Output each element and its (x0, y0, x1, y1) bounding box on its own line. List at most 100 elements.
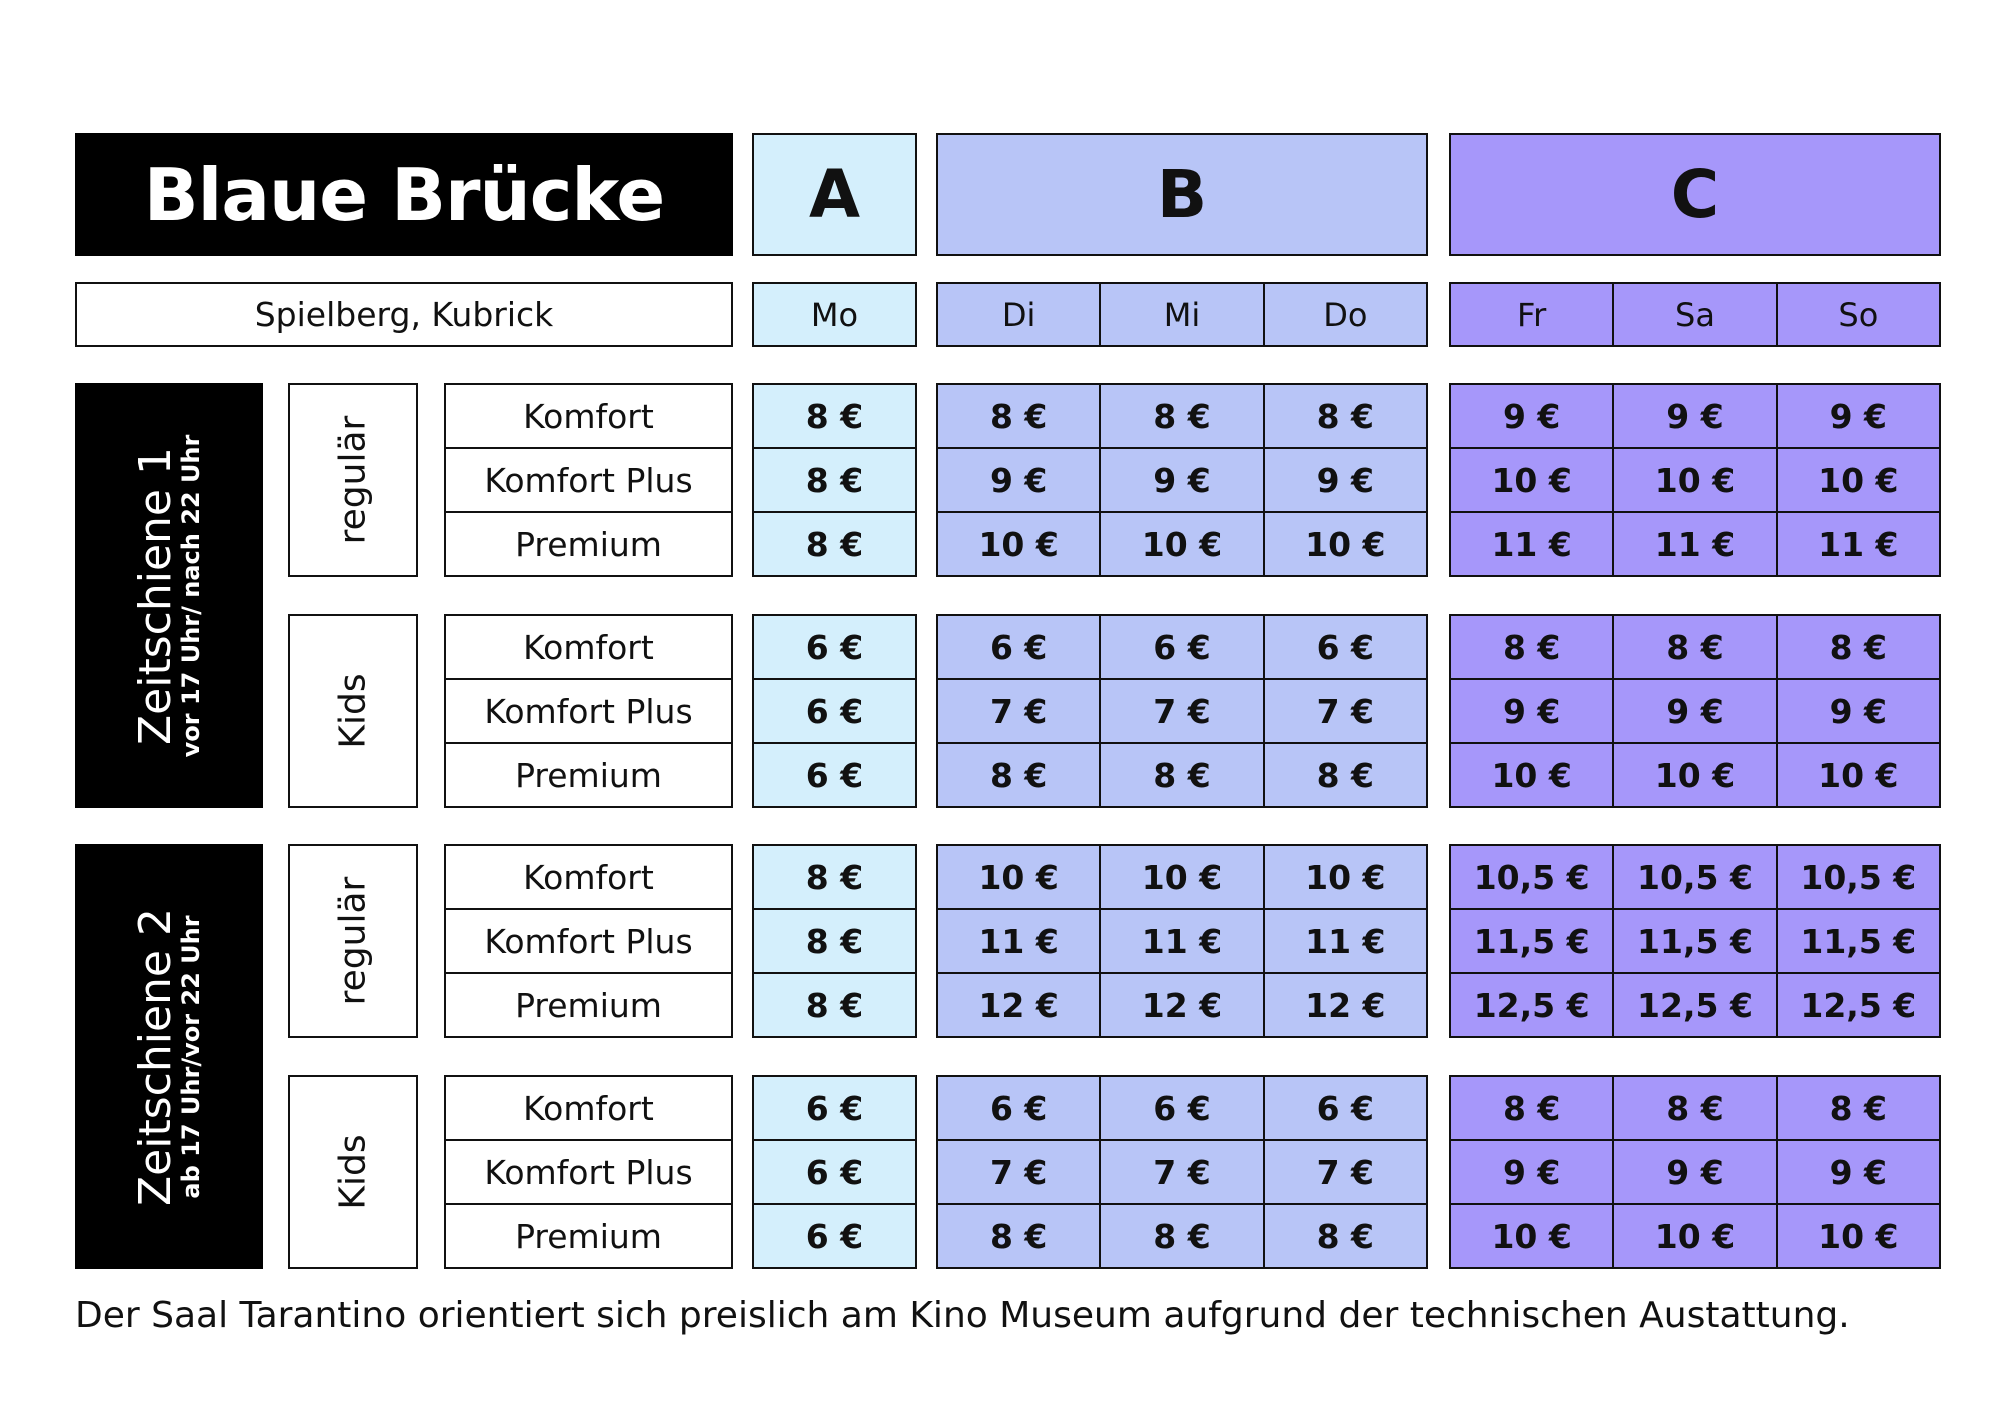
price-value: 11 € (1491, 524, 1572, 564)
price-row: 8 €8 €8 € (1451, 1077, 1939, 1141)
price-block-a: 8 €8 €8 € (752, 844, 917, 1038)
price-value: 12,5 € (1637, 985, 1753, 1025)
price-value: 8 € (1829, 1088, 1888, 1128)
column-header-a: A (752, 133, 917, 256)
price-cell: 7 € (938, 680, 1102, 742)
price-block-a: 8 € 8 € 8 € (752, 383, 917, 577)
price-value: 9 € (1666, 396, 1724, 436)
price-value: 8 € (1153, 1216, 1211, 1256)
price-cell: 10 € (1778, 744, 1939, 806)
audience-group-text: Kids (332, 673, 374, 749)
price-value: 6 € (805, 691, 864, 731)
price-cell: 11 € (1614, 513, 1778, 575)
price-cell: 7 € (1101, 680, 1265, 742)
price-cell: 8 € (1101, 744, 1265, 806)
price-value: 6 € (805, 1088, 864, 1128)
price-row: 12,5 €12,5 €12,5 € (1451, 974, 1939, 1036)
price-row: 6 € (754, 1077, 915, 1141)
price-value: 10,5 € (1473, 857, 1590, 897)
price-value: 6 € (805, 1216, 864, 1256)
price-cell: 6 € (1101, 1077, 1265, 1139)
category-row: Premium (446, 744, 731, 806)
price-value: 6 € (1316, 627, 1375, 667)
price-value: 10 € (1141, 857, 1223, 897)
price-cell: 8 € (938, 385, 1102, 447)
price-value: 12 € (1305, 985, 1386, 1025)
price-value: 6 € (1153, 627, 1211, 667)
price-row: 7 €7 €7 € (938, 680, 1426, 744)
price-cell: 12,5 € (1614, 974, 1778, 1036)
price-block-a: 6 €6 €6 € (752, 614, 917, 808)
price-value: 7 € (1153, 1152, 1211, 1192)
audience-group-text: regulär (332, 415, 374, 545)
price-cell: 8 € (754, 974, 915, 1036)
price-row: 8 €8 €8 € (938, 385, 1426, 449)
category-row: Premium (446, 513, 731, 575)
price-value: 9 € (1502, 691, 1561, 731)
price-value: 10 € (1818, 460, 1899, 500)
price-value: 8 € (805, 460, 864, 500)
audience-group-label: regulär (288, 844, 418, 1038)
category-row: Premium (446, 1205, 731, 1267)
price-row: 6 €6 €6 € (938, 616, 1426, 680)
price-cell: 10,5 € (1778, 846, 1939, 908)
price-cell: 10 € (1451, 744, 1615, 806)
price-value: 9 € (1829, 691, 1888, 731)
price-value: 11 € (1654, 524, 1736, 564)
price-cell: 10 € (1778, 1205, 1939, 1267)
time-slot-title: Zeitschiene 1 (129, 446, 181, 745)
price-cell: 8 € (1778, 616, 1939, 678)
price-row: 10,5 €10,5 €10,5 € (1451, 846, 1939, 910)
price-row: 8 € (754, 846, 915, 910)
day-label: Mi (1163, 295, 1201, 334)
price-value: 7 € (989, 1152, 1048, 1192)
category-label: Komfort (523, 857, 654, 897)
day-header-a: Mo (752, 282, 917, 347)
price-cell: 10 € (1614, 449, 1778, 511)
price-cell: 6 € (1265, 1077, 1426, 1139)
day-cell: Do (1265, 284, 1426, 345)
price-row: 8 € (754, 449, 915, 513)
price-cell: 8 € (754, 910, 915, 972)
price-cell: 9 € (1614, 680, 1778, 742)
price-value: 12,5 € (1800, 985, 1917, 1025)
price-cell: 9 € (1101, 449, 1265, 511)
price-value: 10 € (1491, 460, 1572, 500)
price-value: 11 € (1141, 921, 1223, 961)
category-row: Komfort (446, 846, 731, 910)
price-row: 8 € (754, 513, 915, 575)
price-cell: 8 € (754, 449, 915, 511)
price-cell: 8 € (754, 385, 915, 447)
price-cell: 6 € (754, 616, 915, 678)
price-cell: 6 € (754, 1141, 915, 1203)
price-row: 10 €10 €10 € (938, 846, 1426, 910)
price-block-c: 9 €9 €9 €10 €10 €10 €11 €11 €11 € (1449, 383, 1941, 577)
price-cell: 11,5 € (1778, 910, 1939, 972)
price-cell: 9 € (1778, 385, 1939, 447)
price-row: 8 €8 €8 € (938, 744, 1426, 806)
price-cell: 8 € (1451, 616, 1615, 678)
price-cell: 10 € (938, 846, 1102, 908)
price-cell: 10,5 € (1614, 846, 1778, 908)
price-value: 9 € (1502, 1152, 1561, 1192)
audience-group-text: Kids (332, 1134, 374, 1210)
price-value: 11,5 € (1637, 921, 1753, 961)
price-value: 6 € (1316, 1088, 1375, 1128)
price-row: 6 €6 €6 € (938, 1077, 1426, 1141)
price-block-b: 10 €10 €10 €11 €11 €11 €12 €12 €12 € (936, 844, 1428, 1038)
price-row: 11 €11 €11 € (1451, 513, 1939, 575)
column-letter: B (1156, 156, 1208, 233)
price-value: 9 € (1316, 460, 1375, 500)
price-value: 11 € (1305, 921, 1386, 961)
price-row: 10 €10 €10 € (1451, 1205, 1939, 1267)
price-cell: 11,5 € (1614, 910, 1778, 972)
price-row: 8 € (754, 910, 915, 974)
subtitle-box: Spielberg, Kubrick (75, 282, 733, 347)
price-cell: 12 € (1265, 974, 1426, 1036)
day-cell: Sa (1614, 284, 1778, 345)
price-cell: 9 € (1614, 385, 1778, 447)
